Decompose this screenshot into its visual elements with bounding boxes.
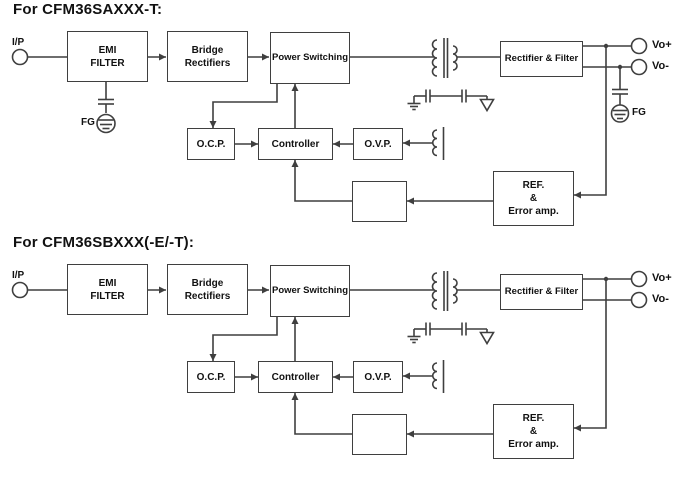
diagram-cfm36sbxxx-e-t: For CFM36SBXXX(-E/-T): I/P EMI FILTER Br… (0, 233, 697, 480)
emi-filter-label-line2: FILTER (90, 290, 125, 302)
output-negative-label: Vo- (652, 60, 669, 72)
input-terminal-label: I/P (12, 37, 25, 48)
fg-capacitor-output (610, 64, 630, 123)
transformer-icon (431, 38, 458, 78)
bridge-label-line2: Rectifiers (184, 290, 231, 302)
power-switching-label: Power Switching (271, 51, 348, 63)
ocp-label: O.C.P. (196, 138, 226, 150)
emi-filter-block: EMI FILTER (67, 31, 148, 82)
emi-filter-label-line1: EMI (98, 277, 117, 289)
emi-filter-label-line1: EMI (98, 44, 117, 56)
controller-block: Controller (258, 361, 333, 393)
fg-branches-top-diagram (96, 64, 630, 134)
bridge-rectifiers-block: Bridge Rectifiers (167, 31, 248, 82)
ref-error-amp-block: REF. & Error amp. (493, 171, 574, 226)
ovp-block: O.V.P. (353, 128, 403, 160)
rectifier-filter-label: Rectifier & Filter (504, 285, 579, 297)
wire-feedback-to-ref (574, 46, 607, 199)
ref-label-line3: Error amp. (508, 206, 559, 217)
power-switching-block: Power Switching (270, 265, 350, 317)
ref-label-line3: Error amp. (508, 439, 559, 450)
rectifier-filter-block: Rectifier & Filter (500, 274, 583, 310)
bridge-label-line2: Rectifiers (184, 57, 231, 69)
ocp-label: O.C.P. (196, 371, 226, 383)
output-positive-label: Vo+ (652, 272, 672, 284)
ovp-label: O.V.P. (364, 138, 392, 150)
fg-input-label: FG (81, 117, 95, 128)
ref-error-amp-block: REF. & Error amp. (493, 404, 574, 459)
ocp-block: O.C.P. (187, 361, 235, 393)
output-terminal-vo-minus-icon (630, 58, 648, 76)
wire-power-to-ocp (209, 84, 278, 128)
ovp-block: O.V.P. (353, 361, 403, 393)
ref-label-line1: REF. (522, 180, 545, 191)
fg-output-label: FG (632, 107, 646, 118)
wires-top-diagram (11, 37, 648, 212)
output-positive-label: Vo+ (652, 39, 672, 51)
power-switching-block: Power Switching (270, 32, 350, 84)
diagram-title: For CFM36SAXXX-T: (13, 1, 163, 18)
earth-ground-icon (96, 113, 116, 134)
diagram-cfm36saxxx-t: For CFM36SAXXX-T: I/P EMI FILTER Bridge … (0, 0, 697, 233)
controller-block: Controller (258, 128, 333, 160)
rectifier-filter-label: Rectifier & Filter (504, 52, 579, 64)
ref-label-line2: & (529, 193, 538, 204)
emi-filter-block: EMI FILTER (67, 264, 148, 315)
bridge-rectifiers-block: Bridge Rectifiers (167, 264, 248, 315)
optocoupler-block (352, 414, 407, 455)
wire-opto-to-controller (291, 160, 352, 202)
power-switching-label: Power Switching (271, 284, 348, 296)
diagram-title: For CFM36SBXXX(-E/-T): (13, 234, 195, 251)
y-capacitor-bridge (407, 89, 495, 113)
controller-label: Controller (271, 371, 320, 383)
input-terminal-label: I/P (12, 270, 25, 281)
bridge-label-line1: Bridge (191, 44, 224, 56)
aux-winding-icon (403, 127, 445, 160)
bridge-label-line1: Bridge (191, 277, 224, 289)
ocp-block: O.C.P. (187, 128, 235, 160)
optocoupler-block (352, 181, 407, 222)
output-negative-label: Vo- (652, 293, 669, 305)
controller-label: Controller (271, 138, 320, 150)
output-terminal-vo-plus-icon (630, 37, 648, 55)
earth-ground-icon (610, 104, 630, 123)
ref-label-line1: REF. (522, 413, 545, 424)
emi-filter-label-line2: FILTER (90, 57, 125, 69)
fg-capacitor-input (96, 82, 116, 134)
chassis-ground-icon (479, 96, 495, 113)
ovp-label: O.V.P. (364, 371, 392, 383)
rectifier-filter-block: Rectifier & Filter (500, 41, 583, 77)
signal-ground-icon (407, 96, 421, 111)
ref-label-line2: & (529, 426, 538, 437)
